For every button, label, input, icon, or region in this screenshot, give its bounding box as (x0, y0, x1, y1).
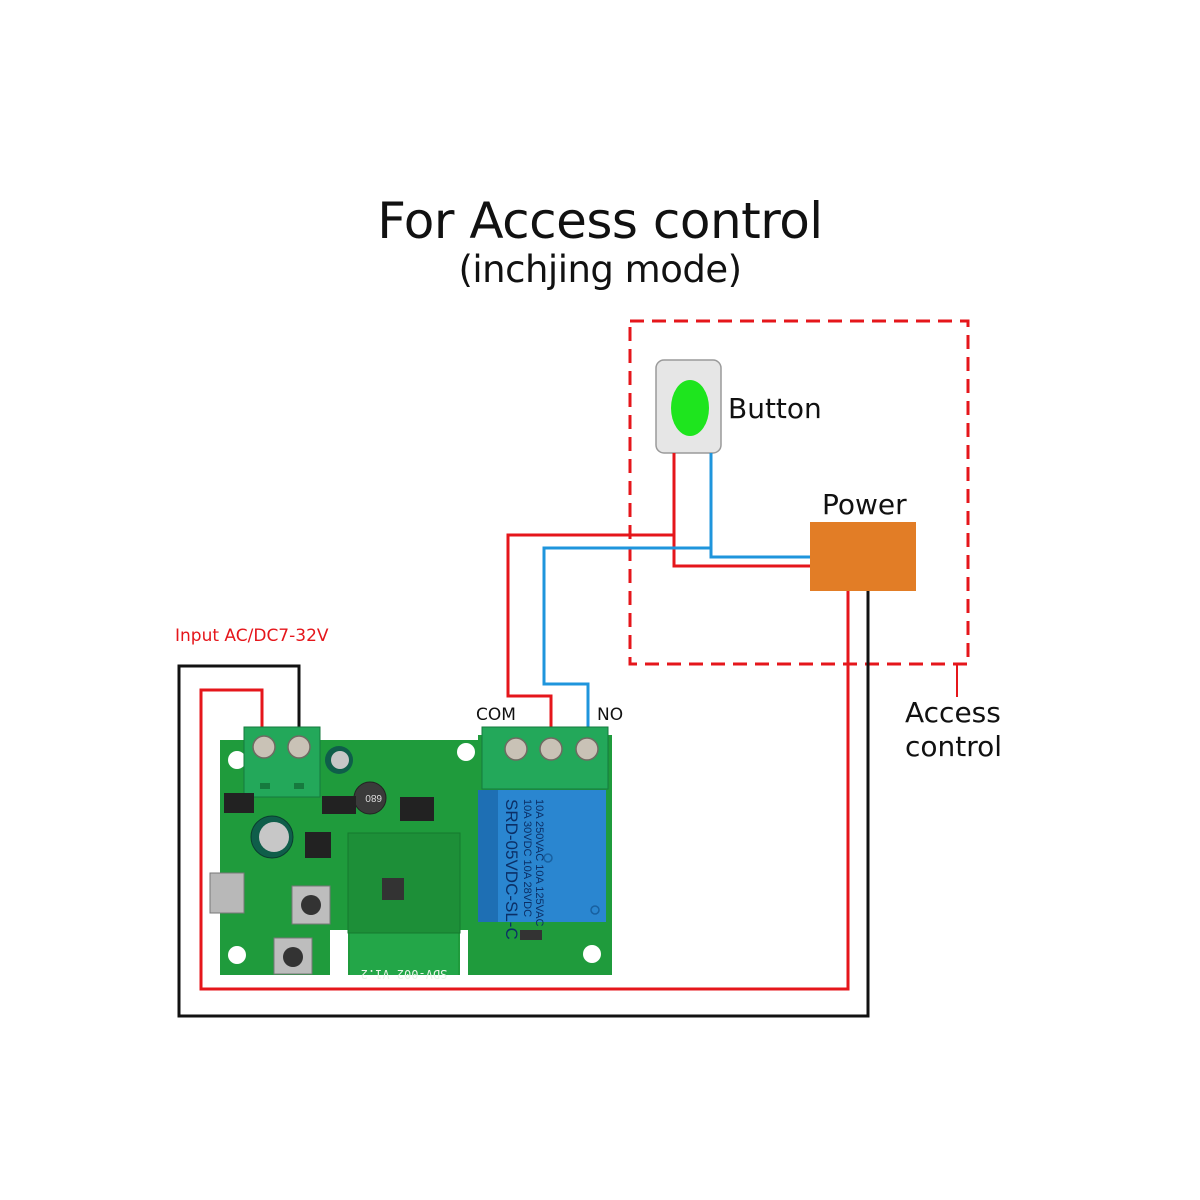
relay-model: SRD-05VDC-SL-C (502, 799, 521, 940)
wire-red-power-to-input (199, 591, 850, 991)
power-supply-box (810, 522, 916, 591)
input-voltage-label: Input AC/DC7-32V (175, 626, 329, 646)
terminal-com-screw (539, 737, 563, 761)
wire-blue-button-to-power (709, 453, 810, 559)
tact-button-2 (273, 937, 313, 975)
terminal-no-screw (575, 737, 599, 761)
relay-rating-line-1: 10A 250VAC 10A 125VAC (533, 799, 545, 926)
wire-blue-no (542, 546, 711, 748)
micro-usb-port (209, 872, 245, 914)
access-control-boundary (628, 319, 970, 666)
diagram-subtitle: (inchjing mode) (458, 248, 742, 291)
relay-component (478, 790, 606, 922)
relay-rating-line-2: 10A 30VDC 10A 28VDC (521, 799, 533, 917)
input-terminal-block (243, 726, 321, 798)
relay-terminal-block (481, 726, 609, 790)
button-label: Button (728, 392, 822, 425)
push-button-device (655, 359, 722, 454)
no-label: NO (597, 705, 624, 725)
inductor-marking: 680 (365, 792, 382, 803)
diagram-title: For Access control (377, 192, 823, 250)
wire-red-button-to-power (672, 535, 810, 568)
relay-module-board (209, 726, 612, 975)
tact-button-1 (291, 885, 331, 925)
access-control-label-line-2: control (905, 730, 1003, 763)
power-label: Power (822, 488, 907, 521)
push-button-icon (671, 380, 709, 436)
com-label: COM (476, 705, 516, 725)
terminal-nc-screw (504, 737, 528, 761)
wifi-chip (382, 878, 404, 900)
relay-markings: 10A 250VAC 10A 125VAC 10A 30VDC 10A 28VD… (502, 799, 545, 940)
wire-red-button-to-com (506, 453, 676, 748)
wire-black-power-to-input (177, 591, 870, 1018)
access-control-label-line-1: Access (905, 696, 1001, 729)
board-silkscreen: SDV-002 V1.2 (361, 967, 448, 981)
